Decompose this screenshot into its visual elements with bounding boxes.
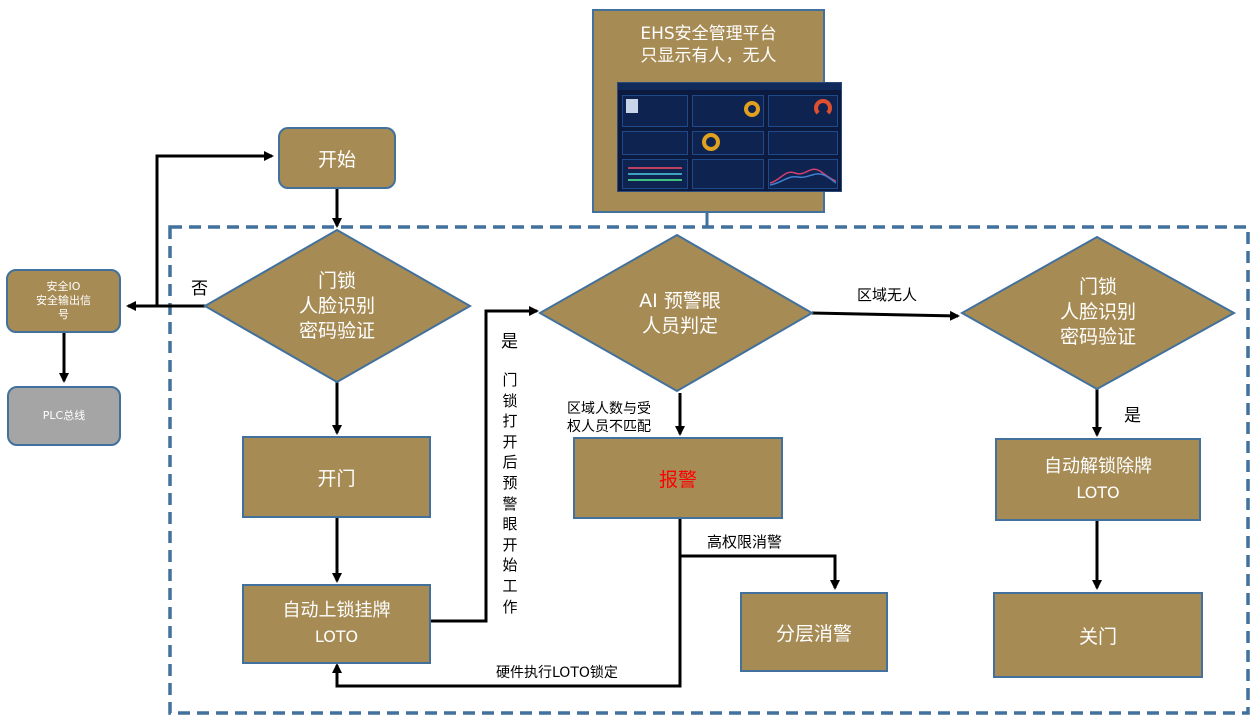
vertical-note-char: 锁: [502, 391, 518, 410]
plc-bus-node: PLC总线: [7, 386, 121, 446]
diamond-ai-text: AI 预警眼 人员判定: [590, 285, 770, 343]
vertical-note-char: 开: [502, 432, 518, 451]
open-door-node: 开门: [242, 436, 431, 518]
label-yes-left: 是: [501, 332, 518, 352]
diamond-right-line1: 门锁: [1078, 275, 1117, 298]
start-node: 开始: [278, 127, 396, 189]
dashboard-panel: [768, 131, 838, 155]
safety-io-line1: 安全IO: [46, 280, 81, 293]
diamond-right-text: 门锁 人脸识别 密码验证: [1008, 268, 1188, 356]
vertical-note-char: 作: [502, 597, 518, 616]
plc-label: PLC总线: [42, 409, 86, 422]
auto-unlock-line1: 自动解锁除牌: [1044, 455, 1152, 477]
diamond-right-line3: 密码验证: [1059, 325, 1136, 348]
diamond-left-line2: 人脸识别: [298, 294, 375, 317]
layered-clear-node: 分层消警: [740, 592, 888, 672]
start-label: 开始: [317, 148, 356, 171]
vertical-note-char: 打: [502, 412, 518, 431]
label-mismatch-line1: 区域人数与受: [567, 401, 651, 417]
diamond-ai-line1: AI 预警眼: [639, 290, 721, 312]
safety-io-node: 安全IO 安全输出信 号: [6, 269, 121, 333]
dashboard-progress-line: [628, 179, 682, 181]
platform-title: EHS安全管理平台: [640, 24, 777, 44]
label-area-empty: 区域无人: [857, 286, 918, 304]
vertical-note-char: 始: [502, 556, 518, 575]
platform-subtitle: 只显示有人，无人: [640, 46, 777, 66]
diamond-left-shape: [202, 228, 473, 384]
dashboard-donut-icon: [702, 133, 720, 151]
close-door-label: 关门: [1078, 625, 1117, 648]
dashboard-thumbnail: [617, 82, 842, 192]
auto-unlock-node: 自动解锁除牌 LOTO: [995, 438, 1201, 521]
vertical-note-char: 预: [502, 473, 518, 492]
auto-lock-line2: LOTO: [314, 627, 359, 646]
auto-unlock-line2: LOTO: [1076, 482, 1120, 502]
diamond-ai-line2: 人员判定: [641, 315, 718, 337]
diamond-left-line3: 密码验证: [298, 319, 375, 342]
dashboard-header-bar: [618, 83, 841, 90]
dashboard-progress-line: [628, 167, 682, 169]
safety-io-line3: 号: [58, 308, 69, 321]
dashboard-donut-icon: [744, 101, 760, 117]
dashboard-avatar: [626, 99, 638, 113]
diamond-right-line2: 人脸识别: [1059, 300, 1136, 323]
auto-lock-line1: 自动上锁挂牌: [282, 600, 391, 621]
close-door-node: 关门: [993, 592, 1203, 678]
label-hardware-loto: 硬件执行LOTO锁定: [496, 665, 618, 681]
vertical-note-char: 后: [502, 453, 518, 472]
vertical-note-char: 门: [502, 371, 518, 389]
open-door-label: 开门: [317, 467, 356, 490]
diamond-left-text: 门锁 人脸识别 密码验证: [247, 262, 427, 350]
vertical-note-char: 警: [502, 494, 518, 513]
diamond-ai-shape: [537, 233, 814, 393]
auto-lock-node: 自动上锁挂牌 LOTO: [242, 584, 431, 664]
layered-clear-label: 分层消警: [775, 622, 852, 645]
vertical-note-char: 工: [502, 576, 518, 595]
diamond-right-shape: [959, 235, 1237, 391]
label-yes-right: 是: [1124, 406, 1141, 426]
dashboard-panel: [622, 131, 688, 155]
dashboard-panel: [692, 159, 764, 189]
label-no: 否: [191, 279, 208, 299]
dashboard-wave-chart: [770, 168, 836, 186]
vertical-note-char: 眼: [502, 515, 518, 534]
vertical-note: 门 锁 打 开 后 预 警 眼 开 始 工 作: [500, 370, 520, 617]
label-high-auth: 高权限消警: [707, 533, 783, 551]
vertical-note-char: 开: [502, 535, 518, 554]
diamond-left-line1: 门锁: [317, 269, 356, 292]
dashboard-progress-line: [628, 173, 682, 175]
dashboard-gauge-icon: [814, 99, 832, 117]
dashed-boundary: [168, 225, 1250, 715]
label-mismatch-line2: 权人员不匹配: [567, 419, 651, 435]
alarm-node: 报警: [573, 437, 783, 519]
alarm-label: 报警: [658, 468, 697, 491]
safety-io-line2: 安全输出信: [36, 294, 91, 307]
dashboard-panel: [768, 159, 838, 189]
